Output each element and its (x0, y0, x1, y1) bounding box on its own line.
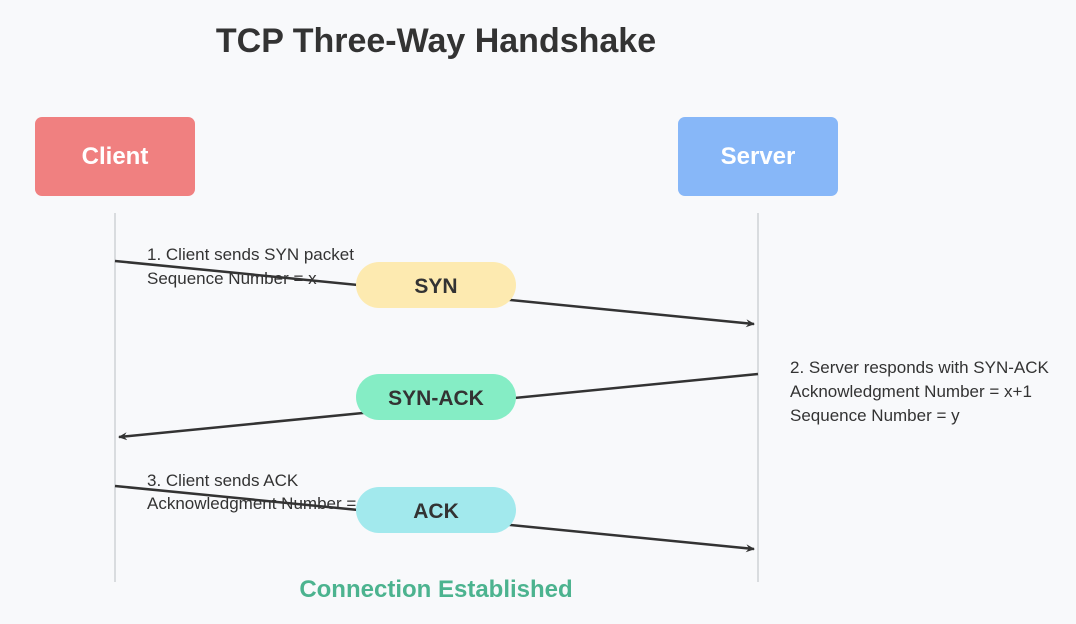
syn-ack-pill (356, 374, 516, 420)
ack-label: ACK (413, 500, 459, 523)
client-box (35, 117, 195, 196)
ack-message: 3. Client sends ACK Acknowledgment Numbe… (114, 471, 755, 553)
syn-note-line-2: Sequence Number = x (147, 269, 317, 288)
connection-established-label: Connection Established (299, 576, 572, 603)
syn-ack-message: SYN-ACK 2. Server responds with SYN-ACK … (118, 358, 1050, 441)
server-box (678, 117, 838, 196)
client-label: Client (82, 143, 149, 170)
syn-ack-note-line-1: 2. Server responds with SYN-ACK (790, 358, 1050, 377)
server-label: Server (721, 143, 796, 170)
syn-label: SYN (414, 275, 457, 298)
syn-message: 1. Client sends SYN packet Sequence Numb… (114, 245, 755, 328)
syn-pill (356, 262, 516, 308)
syn-ack-note-line-3: Sequence Number = y (790, 406, 960, 425)
syn-ack-label: SYN-ACK (388, 387, 484, 410)
client-actor: Client (35, 117, 195, 196)
server-actor: Server (678, 117, 838, 196)
ack-note-line-2: Acknowledgment Number = y+1 (147, 494, 389, 513)
diagram-title: TCP Three-Way Handshake (216, 22, 656, 60)
syn-note-line-1: 1. Client sends SYN packet (147, 245, 354, 264)
ack-pill (356, 487, 516, 533)
syn-ack-note-line-2: Acknowledgment Number = x+1 (790, 382, 1032, 401)
ack-note-line-1: 3. Client sends ACK (147, 471, 299, 490)
